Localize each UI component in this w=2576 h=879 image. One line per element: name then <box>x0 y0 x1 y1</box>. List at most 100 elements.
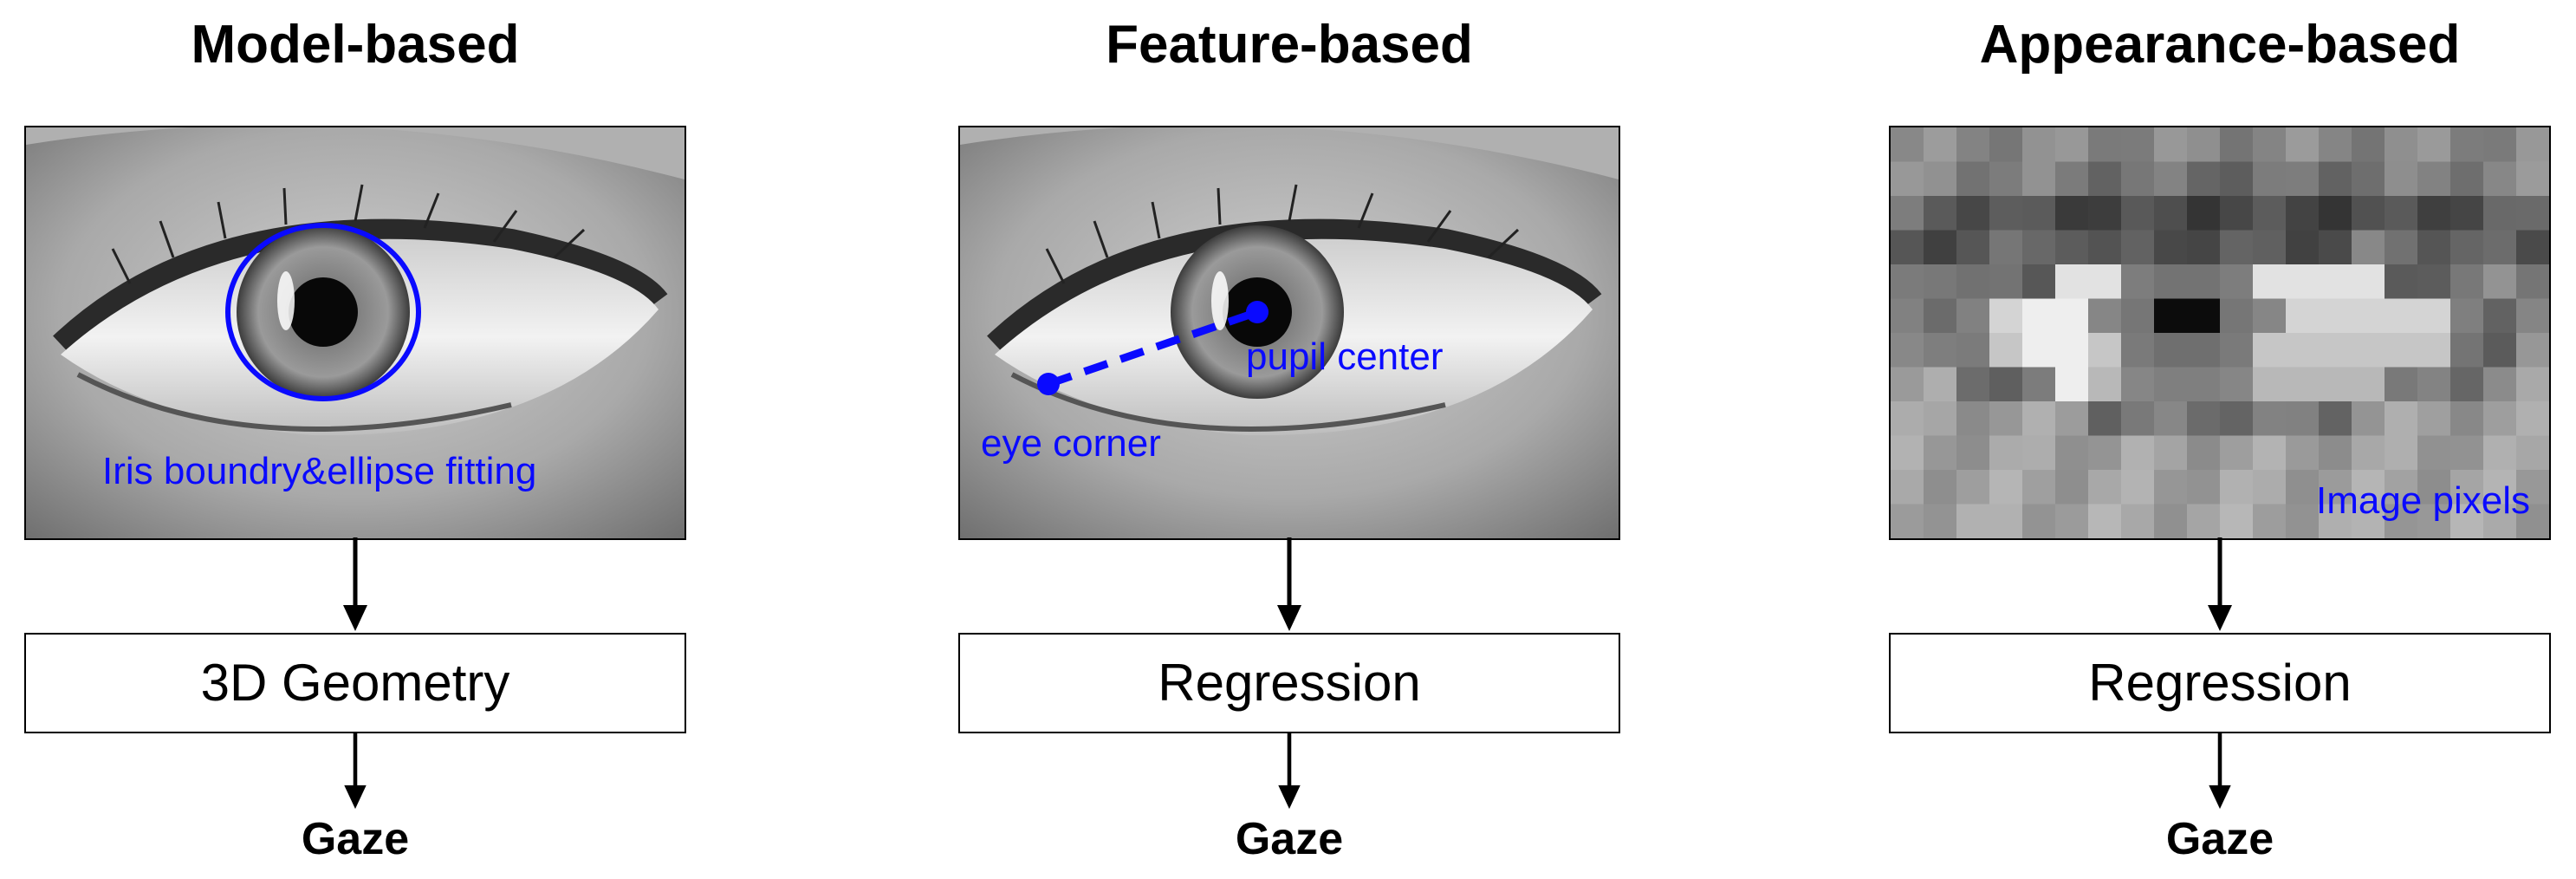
arrow-down-icon <box>1277 537 1301 631</box>
pixel-cell <box>2220 333 2254 368</box>
pixel-cell <box>2417 161 2451 197</box>
pixel-cell <box>1956 230 1990 265</box>
pixel-cell <box>2121 230 2155 265</box>
pixel-cell <box>2253 504 2287 538</box>
pixel-cell <box>2450 298 2484 334</box>
pixel-cell <box>2055 230 2089 265</box>
pixel-cell <box>1989 264 2023 300</box>
pixel-cell <box>2055 333 2089 368</box>
pixel-cell <box>2319 333 2352 368</box>
pixel-cell <box>2385 196 2418 231</box>
pixel-cell <box>2121 298 2155 334</box>
pixel-cell <box>2319 230 2352 265</box>
pixel-cell <box>2417 264 2451 300</box>
pixel-cell <box>2088 161 2122 197</box>
pixel-cell <box>2483 367 2517 402</box>
pixel-cell <box>2516 264 2549 300</box>
pixel-cell <box>2121 333 2155 368</box>
pixelated-panel: Image pixels <box>1889 126 2551 540</box>
pixel-cell <box>1924 435 1957 471</box>
pixel-cell <box>2121 367 2155 402</box>
pixel-cell <box>2483 470 2517 505</box>
pixel-cell <box>2154 298 2188 334</box>
pixel-cell <box>2483 435 2517 471</box>
pixel-cell <box>1891 298 1924 334</box>
pixel-cell <box>1956 504 1990 538</box>
pixel-cell <box>2286 230 2320 265</box>
pixel-cell <box>2220 401 2254 437</box>
pixel-cell <box>2352 298 2385 334</box>
pixel-cell <box>2319 401 2352 437</box>
pixel-cell <box>2483 161 2517 197</box>
pixel-cell <box>2483 230 2517 265</box>
pixel-cell <box>1924 367 1957 402</box>
pixel-cell <box>1989 230 2023 265</box>
pixel-cell <box>2121 470 2155 505</box>
pixel-cell <box>2516 196 2549 231</box>
process-box: 3D Geometry <box>24 633 686 733</box>
pixel-cell <box>2022 401 2056 437</box>
pixel-cell <box>2088 470 2122 505</box>
pixel-cell <box>2187 504 2221 538</box>
pixel-cell <box>2516 298 2549 334</box>
pixel-cell <box>2220 367 2254 402</box>
landmark-line-icon <box>1037 301 1269 395</box>
pixel-cell <box>2154 504 2188 538</box>
pixel-cell <box>2088 264 2122 300</box>
pixel-cell <box>2220 161 2254 197</box>
pixel-cell <box>1924 127 1957 163</box>
pixel-cell <box>1891 367 1924 402</box>
pixel-cell <box>2450 333 2484 368</box>
pixel-cell <box>2516 504 2549 538</box>
pixel-cell <box>2450 161 2484 197</box>
pixel-cell <box>1924 470 1957 505</box>
pixel-cell <box>1989 470 2023 505</box>
pixel-cell <box>2483 264 2517 300</box>
pixel-cell <box>2253 264 2287 300</box>
pixel-cell <box>1891 264 1924 300</box>
pixel-cell <box>2220 470 2254 505</box>
pixel-cell <box>1891 470 1924 505</box>
pixel-cell <box>2121 435 2155 471</box>
arrow-down-icon <box>1278 732 1301 810</box>
pixel-cell <box>1956 127 1990 163</box>
column-model-based: Model-based Iris boundry&ellipse fitting <box>24 0 686 879</box>
arrow-down-icon <box>343 537 367 631</box>
pixel-cell <box>2055 470 2089 505</box>
pixel-cell <box>2516 333 2549 368</box>
pixel-cell <box>2121 504 2155 538</box>
pixel-cell <box>2022 367 2056 402</box>
pixel-cell <box>2417 298 2451 334</box>
pixel-cell <box>2121 264 2155 300</box>
pixel-cell <box>2385 401 2418 437</box>
pixel-cell <box>1924 264 1957 300</box>
pixel-cell <box>2516 401 2549 437</box>
pixel-cell <box>2253 470 2287 505</box>
pixel-cell <box>2220 196 2254 231</box>
pixel-cell <box>2154 333 2188 368</box>
pixel-cell <box>2352 196 2385 231</box>
pixel-cell <box>1924 196 1957 231</box>
pixel-cell <box>1989 504 2023 538</box>
pixel-cell <box>1891 504 1924 538</box>
pixel-cell <box>2385 127 2418 163</box>
pixel-cell <box>2483 298 2517 334</box>
pixel-cell <box>2319 298 2352 334</box>
pixel-cell <box>2319 435 2352 471</box>
pixel-cell <box>2187 470 2221 505</box>
pixel-cell <box>2253 333 2287 368</box>
pixel-cell <box>1924 161 1957 197</box>
pixel-cell <box>2450 196 2484 231</box>
pixel-cell <box>2154 230 2188 265</box>
pixel-cell <box>2088 298 2122 334</box>
pixel-cell <box>2450 401 2484 437</box>
pixel-cell <box>2187 401 2221 437</box>
pixel-cell <box>1956 470 1990 505</box>
pixel-cell <box>2055 367 2089 402</box>
process-box: Regression <box>1889 633 2551 733</box>
pixel-cell <box>2154 367 2188 402</box>
pixel-cell <box>2187 264 2221 300</box>
pixel-cell <box>2055 161 2089 197</box>
pixel-cell <box>2417 196 2451 231</box>
pixel-cell <box>2450 230 2484 265</box>
